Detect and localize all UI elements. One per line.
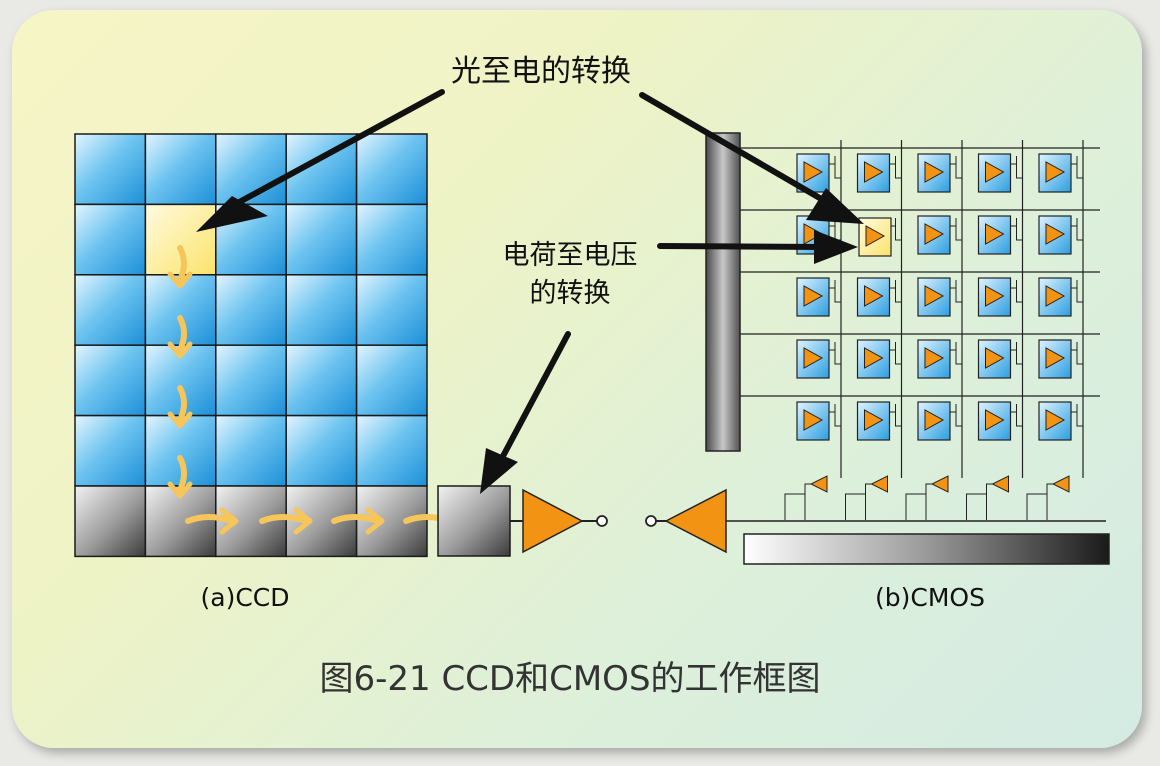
ccd-pixel [74, 203, 147, 276]
cmos-pixel [856, 339, 902, 379]
cmos-pixel [856, 153, 902, 193]
ccd-pixel [285, 344, 358, 417]
cmos-column-bus [743, 533, 1110, 565]
label-charge-to-voltage-1: 电荷至电压 [503, 240, 638, 271]
ccd-output-amplifier [510, 488, 608, 554]
cmos-pixel [796, 339, 841, 379]
ccd-active-pixel [144, 203, 217, 276]
ccd-pixel [215, 274, 287, 346]
ccd-pixel [285, 414, 358, 487]
cmos-pixel [977, 401, 1023, 441]
ccd-pixel [215, 344, 287, 417]
ccd-pixel [355, 414, 428, 487]
ccd-pixel [74, 414, 147, 487]
ccd-output-node [437, 485, 511, 557]
flow-arrow-down [167, 385, 193, 429]
cmos-pixel [977, 277, 1023, 317]
cmos-pixel [796, 277, 841, 317]
figure-caption: 图6-21 CCD和CMOS的工作框图 [319, 659, 820, 699]
flow-arrow-right [331, 507, 385, 535]
flow-arrow-right [259, 507, 313, 535]
cmos-column-amplifier [1026, 475, 1070, 520]
cmos-output-amplifier [645, 488, 1106, 554]
ccd-shift-register-cell [74, 485, 147, 558]
cmos-column-amplifier [784, 475, 828, 520]
ccd-pixel [74, 133, 147, 206]
cmos-pixel-array [740, 140, 1100, 520]
ccd-pixel-array [74, 133, 428, 558]
ccd-pixel [355, 133, 428, 206]
cmos-pixel [917, 215, 962, 255]
ccd-pixel [285, 203, 358, 276]
ccd-pixel [144, 133, 217, 206]
ccd-pixel [74, 274, 147, 346]
cmos-pixel [856, 401, 902, 441]
flow-arrow-down [167, 245, 193, 289]
cmos-pixel [917, 277, 962, 317]
label-charge-to-voltage-2: 的转换 [530, 278, 611, 309]
cmos-pixel [796, 401, 841, 441]
flow-arrow-down [167, 455, 193, 499]
cmos-pixel [977, 339, 1023, 379]
ccd-pixel [74, 344, 147, 417]
annotation-arrows [196, 89, 864, 494]
ccd-pixel [355, 203, 428, 276]
cmos-column-amplifier [845, 475, 888, 520]
ccd-pixel [285, 274, 358, 346]
ccd-pixel [355, 344, 428, 417]
ccd-pixel [355, 274, 428, 346]
cmos-pixel [1038, 339, 1083, 379]
cmos-pixel [1038, 277, 1083, 317]
ccd-pixel [215, 414, 287, 487]
cmos-pixel [917, 153, 962, 193]
cmos-pixel [1038, 153, 1083, 193]
cmos-active-pixel [858, 217, 892, 257]
cmos-pixel [917, 339, 962, 379]
cmos-pixel [856, 277, 902, 317]
cmos-pixel [977, 215, 1023, 255]
cmos-column-amplifier [905, 475, 949, 520]
cmos-pixel [1038, 215, 1083, 255]
cmos-pixel [917, 401, 962, 441]
panel-label-ccd: (a)CCD [201, 583, 290, 612]
panel-label-cmos: (b)CMOS [875, 583, 985, 612]
flow-arrow-down [167, 315, 193, 359]
cmos-pixel [977, 153, 1023, 193]
cmos-row-select-bus [705, 132, 741, 452]
flow-arrow-right [185, 507, 239, 535]
label-light-to-electric: 光至电的转换 [451, 54, 631, 89]
cmos-column-amplifier [966, 475, 1009, 520]
cmos-pixel [1038, 401, 1083, 441]
cmos-active-pixel-amp [865, 225, 886, 247]
